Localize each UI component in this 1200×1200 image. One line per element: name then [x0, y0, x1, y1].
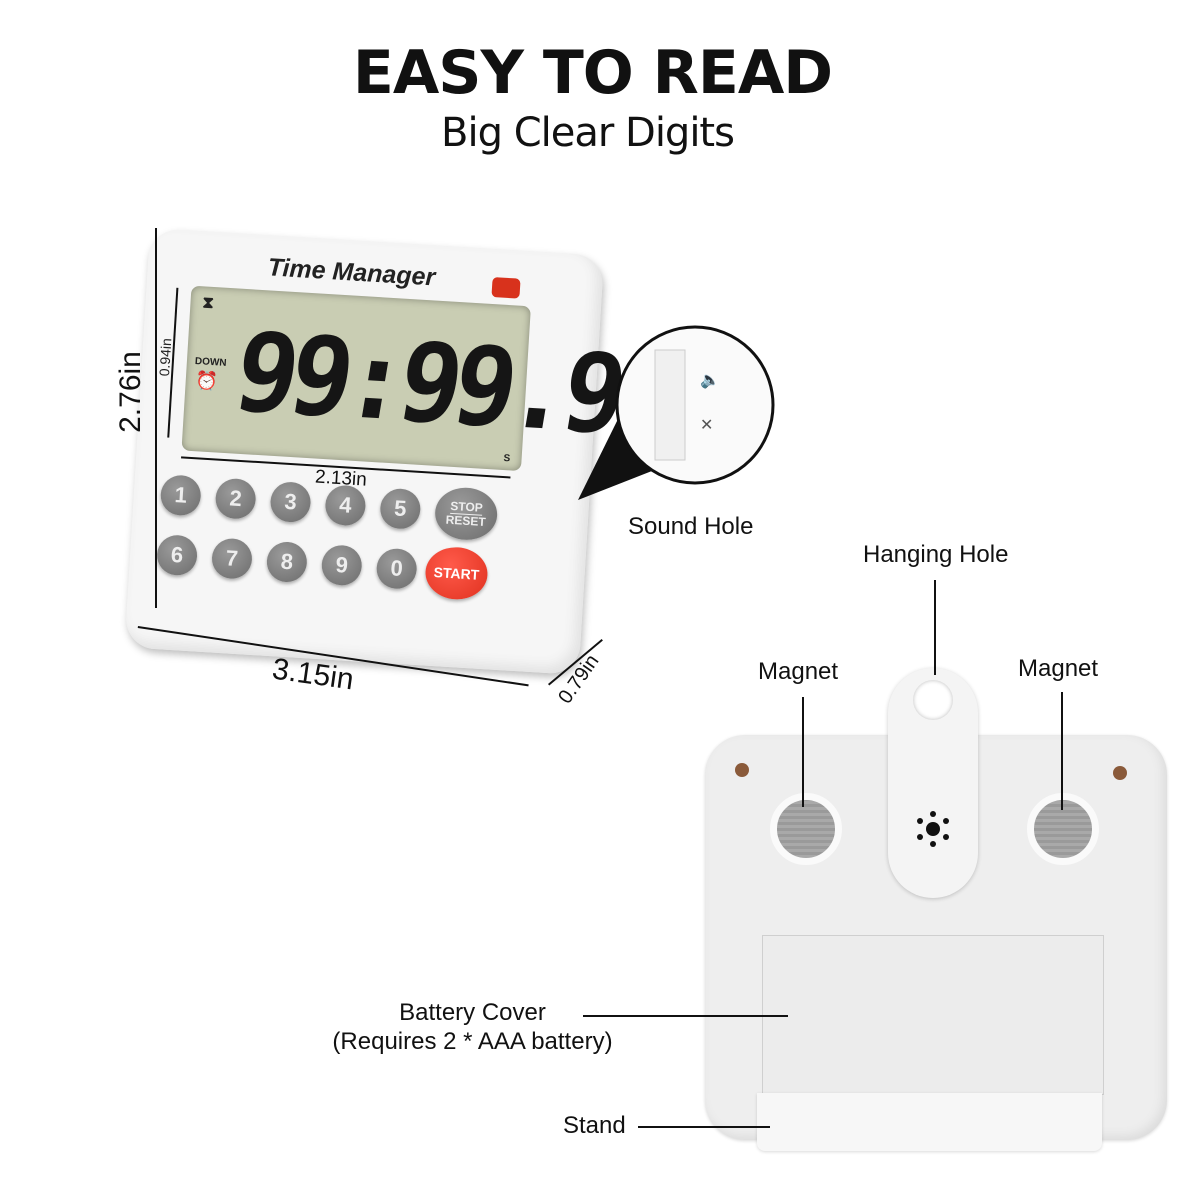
timer-front: Time Manager ⧗ DOWN ⏰ 99:99.99 S 0.94in … — [124, 228, 683, 675]
hanging-hole — [913, 680, 953, 720]
stop-reset-button[interactable]: STOP RESET — [433, 485, 499, 542]
key-1[interactable]: 1 — [159, 474, 202, 517]
magnet-left-label: Magnet — [758, 658, 839, 685]
screw-icon — [735, 763, 749, 777]
magnet-right-leader — [1061, 692, 1063, 810]
sound-hole-pointer: 🔈 ✕ — [578, 325, 775, 500]
height-dimension-label: 2.76in — [113, 351, 147, 433]
svg-text:🔈: 🔈 — [700, 372, 720, 389]
stand-leader — [638, 1126, 770, 1128]
magnet-left-leader — [802, 697, 804, 807]
lcd-height-label: 0.94in — [156, 337, 175, 377]
headline: EASY TO READ — [352, 38, 833, 108]
alarm-led — [491, 277, 521, 299]
key-2[interactable]: 2 — [214, 477, 257, 520]
stand[interactable] — [757, 1093, 1102, 1151]
lcd-display: ⧗ DOWN ⏰ 99:99.99 S — [181, 285, 683, 472]
magnet-right — [1027, 793, 1099, 865]
reset-label: RESET — [445, 512, 487, 529]
subheadline: Big Clear Digits — [441, 110, 735, 156]
key-0[interactable]: 0 — [375, 547, 418, 590]
battery-cover-label: Battery Cover — [399, 999, 546, 1026]
start-button[interactable]: START — [423, 545, 490, 602]
brand-label: Time Manager — [266, 253, 437, 292]
key-9[interactable]: 9 — [320, 544, 363, 587]
alarm-clock-icon: ⏰ — [195, 370, 219, 392]
screw-icon — [1113, 766, 1127, 780]
down-indicator: DOWN — [194, 356, 227, 369]
stand-label: Stand — [563, 1112, 626, 1139]
magnet-right-label: Magnet — [1018, 655, 1099, 682]
key-3[interactable]: 3 — [269, 480, 312, 524]
speaker-icon — [917, 811, 949, 847]
battery-cover-leader — [583, 1015, 788, 1017]
svg-text:✕: ✕ — [700, 417, 713, 434]
hourglass-icon: ⧗ — [202, 294, 215, 313]
sound-hole-label: Sound Hole — [628, 513, 754, 540]
magnet-left — [770, 793, 842, 865]
key-6[interactable]: 6 — [155, 534, 199, 577]
hanging-hook — [888, 668, 978, 898]
seconds-unit: S — [503, 453, 511, 465]
key-7[interactable]: 7 — [210, 537, 254, 580]
key-5[interactable]: 5 — [379, 487, 422, 530]
battery-cover[interactable] — [762, 935, 1104, 1095]
key-8[interactable]: 8 — [265, 540, 309, 584]
hanging-hole-label: Hanging Hole — [863, 541, 1009, 568]
height-dimension-line — [155, 228, 157, 608]
hanging-hole-leader — [934, 580, 936, 675]
battery-note-label: (Requires 2 * AAA battery) — [332, 1028, 613, 1055]
